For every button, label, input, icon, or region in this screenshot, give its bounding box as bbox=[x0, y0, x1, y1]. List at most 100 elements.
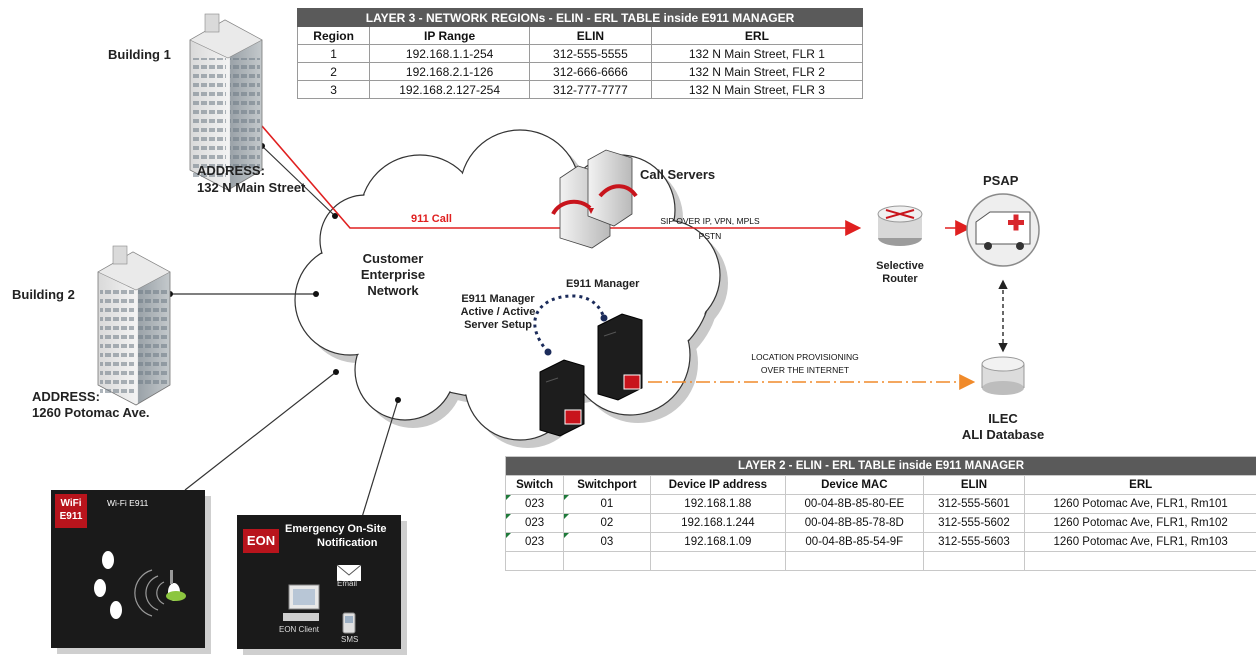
cell-elin: 312-555-5555 bbox=[528, 44, 652, 63]
cell-erl: 132 N Main Street, FLR 3 bbox=[650, 80, 864, 99]
cell-device-ip: 192.168.1.09 bbox=[649, 532, 787, 552]
cell-erl: 132 N Main Street, FLR 1 bbox=[650, 44, 864, 63]
column-header-erl: ERL bbox=[1024, 475, 1256, 495]
cell-region: 1 bbox=[296, 44, 371, 63]
cell-device-ip: 192.168.1.244 bbox=[649, 513, 787, 533]
arc-end-dot bbox=[544, 348, 552, 356]
column-header-elin: ELIN bbox=[528, 26, 652, 45]
column-header-device-mac: Device MAC bbox=[785, 475, 924, 495]
call-servers-label: Call Servers bbox=[640, 167, 716, 182]
table-row: 023 02 192.168.1.244 00-04-8B-85-78-8D 3… bbox=[504, 513, 1256, 533]
eon-sms-label: SMS bbox=[341, 635, 359, 644]
cell-elin: 312-555-5601 bbox=[922, 494, 1026, 514]
call-911-label: 911 Call bbox=[411, 213, 452, 225]
sip-transport-label: SIP OVER IP, VPN, MPLS bbox=[660, 216, 760, 226]
cell-empty bbox=[649, 551, 787, 571]
network-label-line2: Enterprise bbox=[360, 267, 426, 282]
active-setup-line3: Server Setup bbox=[464, 319, 532, 331]
layer2-table-title: LAYER 2 - ELIN - ERL TABLE inside E911 M… bbox=[505, 456, 1256, 476]
cell-switch: 023 bbox=[504, 494, 565, 514]
cell-elin: 312-555-5602 bbox=[922, 513, 1026, 533]
column-header-ip-range: IP Range bbox=[369, 26, 530, 45]
location-provisioning-line2: OVER THE INTERNET bbox=[760, 365, 850, 375]
building-2-icon bbox=[97, 245, 171, 406]
building-1-label: Building 1 bbox=[108, 47, 171, 62]
cell-device-mac: 00-04-8B-85-80-EE bbox=[785, 494, 924, 514]
column-header-device-ip: Device IP address bbox=[649, 475, 787, 495]
table-row: 3 192.168.2.127-254 312-777-7777 132 N M… bbox=[296, 80, 864, 99]
active-setup-line1: E911 Manager bbox=[461, 293, 535, 305]
phone-icon bbox=[342, 612, 356, 634]
eon-email-label: Email bbox=[337, 579, 358, 588]
address-1-label: ADDRESS: bbox=[197, 163, 265, 178]
column-header-region: Region bbox=[296, 26, 371, 45]
call-911-line bbox=[261, 125, 972, 236]
cell-switchport: 02 bbox=[563, 513, 651, 533]
cell-erl: 1260 Potomac Ave, FLR1, Rm101 bbox=[1024, 494, 1256, 514]
table-row: 023 03 192.168.1.09 00-04-8B-85-54-9F 31… bbox=[504, 532, 1256, 552]
pstn-label: PSTN bbox=[698, 231, 722, 241]
layer3-table-title: LAYER 3 - NETWORK REGIONs - ELIN - ERL T… bbox=[297, 8, 863, 27]
cell-empty bbox=[504, 551, 565, 571]
cell-device-ip: 192.168.1.88 bbox=[649, 494, 787, 514]
e911-manager-label: E911 Manager bbox=[566, 278, 640, 290]
column-header-erl: ERL bbox=[650, 26, 864, 45]
table-row-empty bbox=[504, 551, 1256, 571]
layer2-erl-table: LAYER 2 - ELIN - ERL TABLE inside E911 M… bbox=[504, 456, 1256, 571]
psap-ambulance-icon bbox=[966, 193, 1040, 267]
address-2-label: ADDRESS: bbox=[32, 389, 100, 404]
wifi-e911-card: WiFi E911 Wi-Fi E911 bbox=[51, 490, 205, 648]
selective-router-line1: Selective bbox=[876, 260, 924, 272]
address-2-value: 1260 Potomac Ave. bbox=[32, 405, 150, 420]
eon-card: EON Emergency On-Site Notification Email… bbox=[237, 515, 401, 649]
layer3-erl-table: LAYER 3 - NETWORK REGIONs - ELIN - ERL T… bbox=[296, 8, 864, 99]
monitor-icon bbox=[283, 584, 320, 621]
cell-ip-range: 192.168.1.1-254 bbox=[369, 44, 530, 63]
column-header-elin: ELIN bbox=[922, 475, 1026, 495]
cell-empty bbox=[922, 551, 1026, 571]
cell-region: 2 bbox=[296, 62, 371, 81]
cell-elin: 312-666-6666 bbox=[528, 62, 652, 81]
e911-manager-servers-icon bbox=[539, 313, 643, 437]
wifi-badge-bottom: E911 bbox=[59, 511, 83, 522]
selective-router-line2: Router bbox=[882, 273, 918, 285]
selective-router-icon bbox=[877, 205, 923, 246]
cell-ip-range: 192.168.2.127-254 bbox=[369, 80, 530, 99]
cell-erl: 132 N Main Street, FLR 2 bbox=[650, 62, 864, 81]
eon-badge: EON bbox=[243, 529, 279, 553]
cell-elin: 312-555-5603 bbox=[922, 532, 1026, 552]
wifi-footprints-icon bbox=[94, 551, 186, 619]
cell-region: 3 bbox=[296, 80, 371, 99]
active-setup-line2: Active / Active bbox=[460, 306, 536, 318]
building-1-icon bbox=[189, 13, 263, 191]
cell-empty bbox=[1024, 551, 1256, 571]
eon-devices-icon bbox=[283, 564, 362, 634]
network-label-line1: Customer bbox=[362, 251, 424, 266]
cell-device-mac: 00-04-8B-85-78-8D bbox=[785, 513, 924, 533]
eon-card-title-line1: Emergency On-Site bbox=[285, 523, 387, 535]
cell-empty bbox=[785, 551, 924, 571]
call-servers-icon bbox=[551, 149, 638, 249]
cell-elin: 312-777-7777 bbox=[528, 80, 652, 99]
eon-client-label: EON Client bbox=[279, 625, 320, 634]
ali-database-label: ALI Database bbox=[961, 427, 1045, 442]
table-row: 2 192.168.2.1-126 312-666-6666 132 N Mai… bbox=[296, 62, 864, 81]
network-label-line3: Network bbox=[367, 283, 419, 298]
cell-switch: 023 bbox=[504, 513, 565, 533]
cell-switchport: 03 bbox=[563, 532, 651, 552]
cell-switch: 023 bbox=[504, 532, 565, 552]
wifi-e911-badge: WiFi E911 bbox=[55, 494, 87, 528]
building-2-label: Building 2 bbox=[12, 287, 75, 302]
cell-erl: 1260 Potomac Ave, FLR1, Rm102 bbox=[1024, 513, 1256, 533]
table-row: 1 192.168.1.1-254 312-555-5555 132 N Mai… bbox=[296, 44, 864, 63]
wifi-badge-top: WiFi bbox=[60, 498, 82, 509]
address-1-value: 132 N Main Street bbox=[197, 180, 306, 195]
cell-switchport: 01 bbox=[563, 494, 651, 514]
email-icon bbox=[336, 564, 362, 581]
cell-empty bbox=[563, 551, 651, 571]
location-provisioning-line1: LOCATION PROVISIONING bbox=[751, 352, 859, 362]
arc-end-dot bbox=[600, 314, 608, 322]
column-header-switch: Switch bbox=[504, 475, 565, 495]
cell-ip-range: 192.168.2.1-126 bbox=[369, 62, 530, 81]
